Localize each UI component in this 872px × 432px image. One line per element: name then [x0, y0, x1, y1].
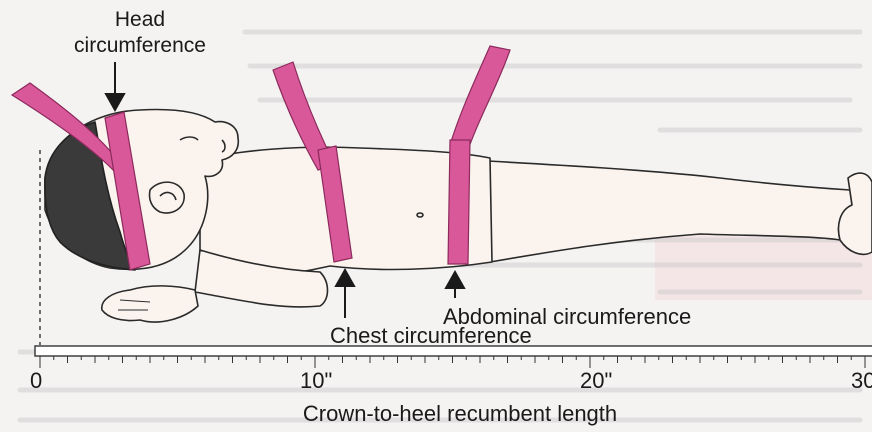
chest-label: Chest circumference — [330, 323, 532, 348]
abdominal-tape — [448, 140, 470, 264]
length-label: Crown-to-heel recumbent length — [303, 401, 617, 426]
head-label-line2: circumference — [74, 34, 206, 57]
head-label-line1: Head — [115, 8, 165, 31]
ruler-mark-20: 20" — [580, 368, 612, 393]
infant-ear — [149, 182, 184, 213]
ruler-mark-30: 30 — [851, 368, 872, 393]
ruler-mark-0: 0 — [30, 368, 42, 393]
ruler-mark-10: 10" — [300, 368, 332, 393]
